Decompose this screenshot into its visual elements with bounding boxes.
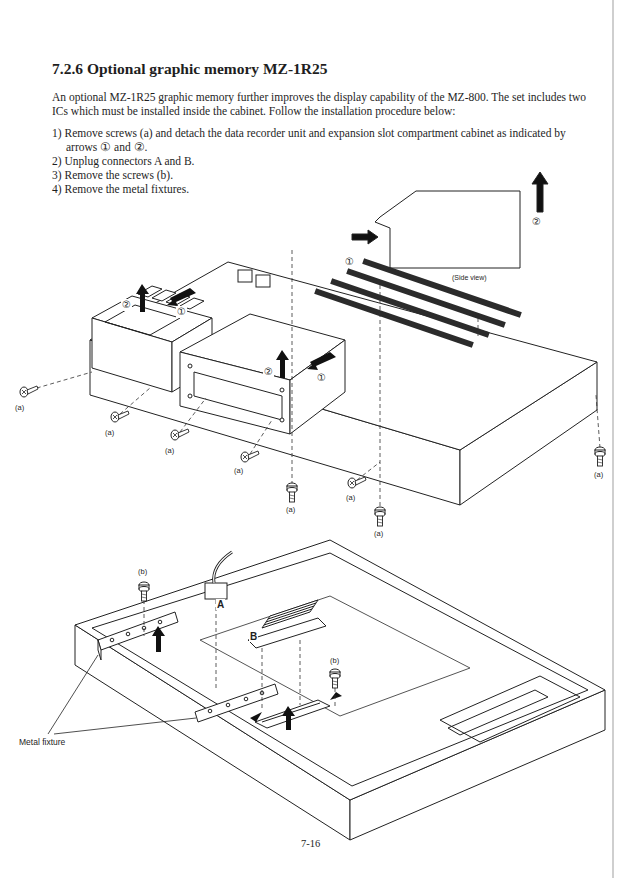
callout-letter: (a): [14, 403, 25, 412]
callout-number: ②: [121, 299, 132, 311]
view-label: (Side view): [452, 273, 487, 282]
procedure-step: 1) Remove screws (a) and detach the data…: [52, 126, 592, 154]
callout-letter: (b): [137, 567, 148, 576]
callout-number: ②: [263, 366, 274, 378]
callout-letter: (a): [373, 529, 384, 538]
callout-letter: (a): [164, 446, 175, 455]
callout-number: ②: [531, 216, 542, 228]
connector-label: B: [249, 631, 258, 642]
page-number: 7-16: [301, 838, 320, 849]
callout-number: ①: [176, 306, 187, 318]
callout-letter: (a): [285, 505, 296, 514]
callout-number: ①: [344, 256, 355, 268]
callout-letter: (a): [104, 428, 115, 437]
callout-letter: (a): [345, 493, 356, 502]
callout-number: ①: [316, 372, 327, 384]
callout-letter: (b): [329, 656, 340, 665]
callout-letter: (a): [593, 470, 604, 479]
procedure-step: 4) Remove the metal fixtures.: [52, 182, 592, 196]
intro-paragraph: An optional MZ-1R25 graphic memory furth…: [52, 90, 592, 118]
procedure-step: 3) Remove the screws (b).: [52, 168, 592, 182]
text-column: An optional MZ-1R25 graphic memory furth…: [52, 90, 592, 196]
procedure-step: 2) Unplug connectors A and B.: [52, 154, 592, 168]
connector-label: A: [216, 599, 225, 610]
part-name: Metal fixture: [18, 737, 66, 747]
callout-letter: (a): [233, 466, 244, 475]
page-title: 7.2.6 Optional graphic memory MZ-1R25: [52, 60, 328, 78]
